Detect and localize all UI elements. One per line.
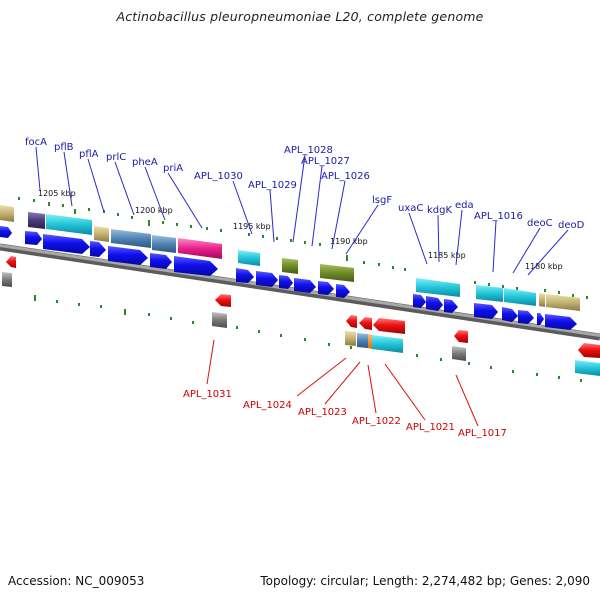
gene-feature[interactable] bbox=[282, 258, 298, 274]
gene-feature[interactable] bbox=[546, 294, 580, 311]
kbp-tick-label: 1195 kbp bbox=[233, 222, 271, 231]
gene-label-pria[interactable]: priA bbox=[163, 163, 183, 174]
gene-feature[interactable] bbox=[238, 250, 260, 266]
reverse-gene-arrow[interactable] bbox=[578, 343, 600, 358]
gene-label-apl-1030[interactable]: APL_1030 bbox=[194, 171, 243, 182]
forward-gene-arrow[interactable] bbox=[474, 303, 498, 319]
forward-leader-lines bbox=[35, 146, 569, 276]
reverse-feature-row bbox=[2, 272, 600, 376]
forward-gene-arrows bbox=[0, 226, 577, 330]
gene-label-apl-1022[interactable]: APL_1022 bbox=[352, 416, 401, 427]
gene-feature[interactable] bbox=[452, 346, 466, 361]
gene-feature[interactable] bbox=[575, 360, 600, 376]
reverse-gene-arrows bbox=[6, 256, 600, 358]
forward-gene-arrow[interactable] bbox=[0, 226, 12, 238]
forward-gene-arrow[interactable] bbox=[294, 278, 316, 293]
gene-label-kdgk[interactable]: kdgK bbox=[427, 205, 452, 216]
gene-feature[interactable] bbox=[28, 212, 45, 229]
gene-label-deod[interactable]: deoD bbox=[558, 220, 585, 231]
kbp-tick-label: 1190 kbp bbox=[330, 237, 368, 246]
gene-label-pflb[interactable]: pflB bbox=[54, 142, 74, 153]
gene-label-apl-1031[interactable]: APL_1031 bbox=[183, 389, 232, 400]
gene-label-deoc[interactable]: deoC bbox=[527, 218, 553, 229]
gene-label-apl-1023[interactable]: APL_1023 bbox=[298, 407, 347, 418]
gene-feature[interactable] bbox=[357, 333, 368, 348]
gene-label-phea[interactable]: pheA bbox=[132, 157, 158, 168]
forward-gene-arrow[interactable] bbox=[502, 307, 518, 322]
forward-gene-arrow[interactable] bbox=[150, 253, 172, 269]
forward-gene-arrow[interactable] bbox=[318, 281, 334, 295]
kbp-tick-label: 1185 kbp bbox=[428, 251, 466, 260]
gene-feature[interactable] bbox=[320, 264, 354, 282]
gene-label-lsgf[interactable]: lsgF bbox=[372, 195, 392, 206]
reverse-gene-arrow[interactable] bbox=[373, 318, 405, 334]
forward-gene-arrow[interactable] bbox=[279, 275, 293, 289]
forward-gene-arrow[interactable] bbox=[444, 299, 458, 313]
gene-label-eda[interactable]: eda bbox=[455, 200, 474, 211]
gene-label-apl-1028[interactable]: APL_1028 bbox=[284, 145, 333, 156]
gene-label-apl-1016[interactable]: APL_1016 bbox=[474, 211, 523, 222]
gene-feature[interactable] bbox=[0, 205, 14, 222]
forward-gene-arrow[interactable] bbox=[256, 271, 278, 287]
reverse-gene-arrow[interactable] bbox=[454, 330, 468, 343]
reverse-gene-arrow[interactable] bbox=[215, 294, 231, 307]
accession-text: Accession: NC_009053 bbox=[8, 574, 145, 588]
reverse-gene-arrow[interactable] bbox=[346, 315, 357, 328]
forward-gene-arrow[interactable] bbox=[236, 268, 254, 283]
gene-label-foca[interactable]: focA bbox=[25, 137, 47, 148]
gene-label-pfla[interactable]: pflA bbox=[79, 149, 99, 160]
gene-feature[interactable] bbox=[212, 312, 227, 328]
gene-feature[interactable] bbox=[152, 235, 176, 253]
forward-gene-arrow[interactable] bbox=[336, 284, 350, 298]
gene-label-prlc[interactable]: prlC bbox=[106, 152, 126, 163]
forward-gene-arrow[interactable] bbox=[108, 246, 148, 265]
forward-gene-arrow[interactable] bbox=[426, 296, 443, 311]
reverse-leader-lines bbox=[206, 339, 479, 427]
gene-feature[interactable] bbox=[476, 285, 503, 302]
forward-gene-arrow[interactable] bbox=[25, 231, 42, 245]
gene-feature[interactable] bbox=[372, 335, 403, 353]
gene-feature[interactable] bbox=[504, 288, 536, 306]
forward-gene-arrow[interactable] bbox=[518, 310, 534, 324]
reverse-gene-arrow[interactable] bbox=[6, 256, 16, 268]
forward-feature-row bbox=[0, 205, 580, 311]
gene-feature[interactable] bbox=[368, 334, 372, 349]
gene-feature[interactable] bbox=[111, 229, 151, 248]
gene-feature[interactable] bbox=[345, 331, 356, 346]
map-title: Actinobacillus pleuropneumoniae L20, com… bbox=[116, 9, 484, 24]
kbp-tick-label: 1205 kbp bbox=[38, 189, 76, 198]
gene-label-apl-1027[interactable]: APL_1027 bbox=[301, 156, 350, 167]
kbp-tick-label: 1180 kbp bbox=[525, 262, 563, 271]
gene-feature[interactable] bbox=[178, 238, 222, 259]
lower-tick-track bbox=[34, 295, 582, 382]
gene-feature[interactable] bbox=[539, 293, 545, 307]
gene-label-apl-1017[interactable]: APL_1017 bbox=[458, 428, 507, 439]
gene-label-apl-1021[interactable]: APL_1021 bbox=[406, 422, 455, 433]
reverse-gene-arrow[interactable] bbox=[359, 317, 372, 330]
kbp-tick-label: 1200 kbp bbox=[135, 206, 173, 215]
genome-summary-text: Topology: circular; Length: 2,274,482 bp… bbox=[260, 574, 590, 588]
gene-feature[interactable] bbox=[416, 278, 460, 297]
gene-feature[interactable] bbox=[2, 272, 12, 287]
forward-gene-arrow[interactable] bbox=[90, 241, 106, 257]
gene-label-apl-1026[interactable]: APL_1026 bbox=[321, 171, 370, 182]
forward-gene-arrow[interactable] bbox=[545, 314, 577, 330]
gene-label-uxac[interactable]: uxaC bbox=[398, 203, 423, 214]
upper-tick-track bbox=[18, 197, 588, 299]
gene-label-apl-1029[interactable]: APL_1029 bbox=[248, 180, 297, 191]
forward-gene-arrow[interactable] bbox=[43, 234, 90, 254]
forward-gene-arrow[interactable] bbox=[174, 256, 218, 276]
gene-feature[interactable] bbox=[94, 226, 109, 242]
forward-gene-arrow[interactable] bbox=[537, 313, 544, 325]
gene-label-apl-1024[interactable]: APL_1024 bbox=[243, 400, 292, 411]
gene-feature[interactable] bbox=[46, 214, 92, 235]
forward-gene-arrow[interactable] bbox=[413, 294, 426, 308]
